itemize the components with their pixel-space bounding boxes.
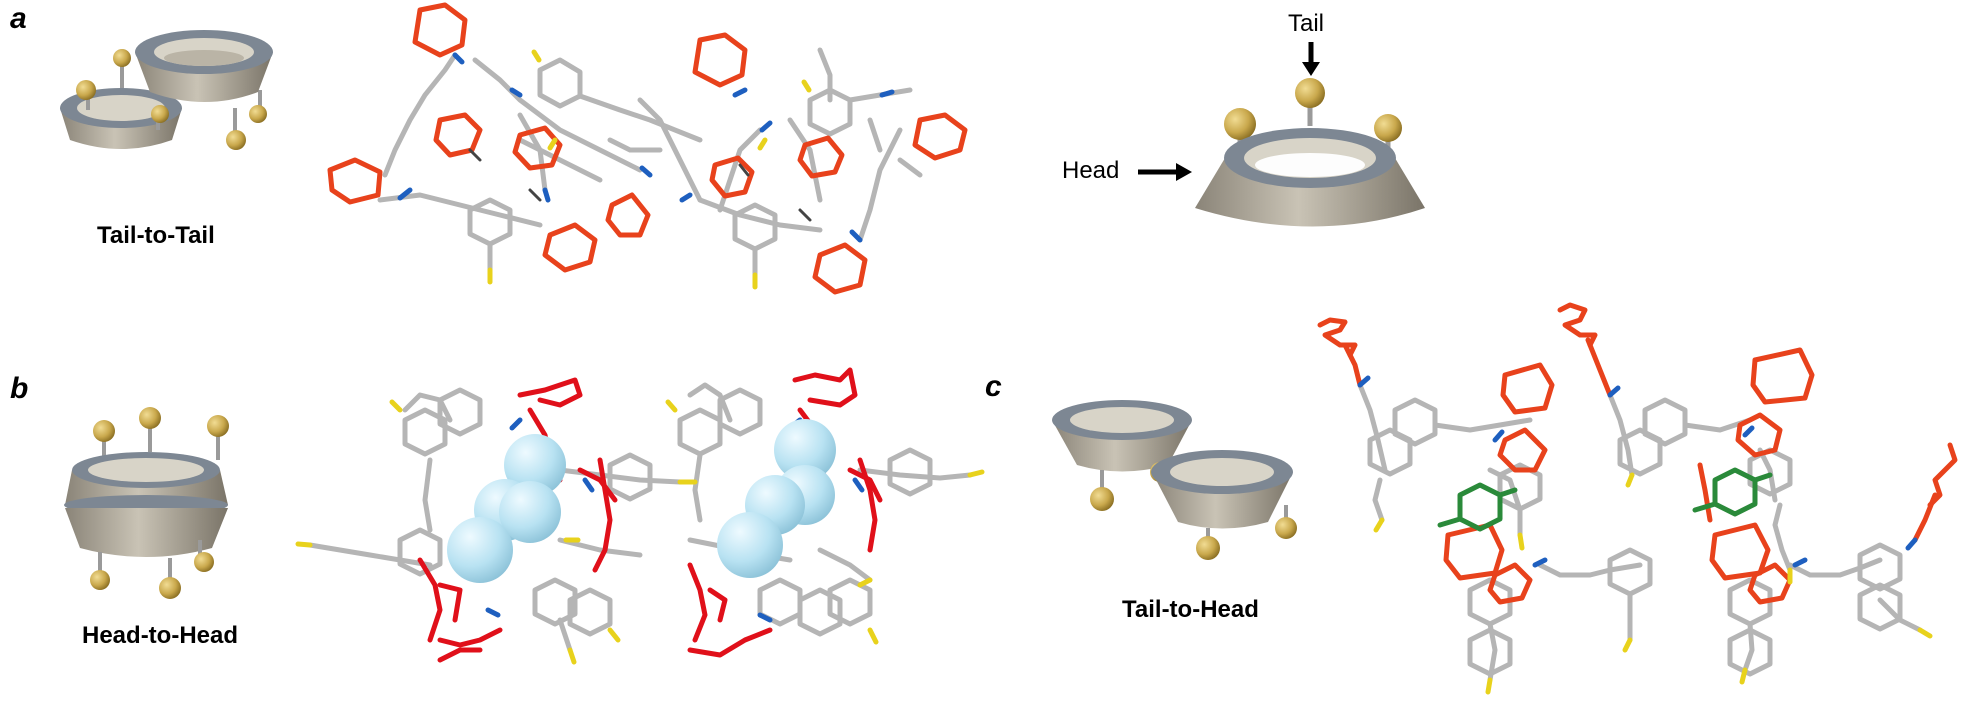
sphere [717,512,783,578]
ball [1196,536,1220,560]
sphere [774,419,836,481]
ball [249,105,267,123]
ball [113,49,131,67]
cone-a-front [135,30,273,150]
tail-to-tail-cartoon [60,30,273,150]
ball [151,105,169,123]
tail-label: Tail [1288,10,1325,37]
panel-letter-b: b [10,372,29,405]
ball [139,407,161,429]
sphere [499,481,561,543]
caption-tail-to-tail: Tail-to-Tail [97,222,215,249]
ball [207,415,229,437]
head-label: Head [1062,157,1120,184]
ball [1090,487,1114,511]
panel-c-structure [1317,302,1958,695]
guest-spheres [447,419,836,583]
panel-letter-a: a [10,2,27,35]
tail-to-head-cartoon [1052,400,1297,560]
sphere [447,517,513,583]
ball [90,570,110,590]
ball [1295,78,1325,108]
ball [159,577,181,599]
panel-letter-c: c [985,370,1002,403]
tail-arrowhead [1302,62,1320,76]
ball [76,80,96,100]
ball [93,420,115,442]
ball [194,552,214,572]
ball [1275,517,1297,539]
sphere [504,434,566,496]
caption-head-to-head: Head-to-Head [82,622,239,649]
panel-b-structure [295,367,985,665]
cone-a-back [60,49,182,149]
panel-a-structure [327,2,968,295]
head-to-head-cartoon [64,407,229,599]
legend-cone [1138,42,1425,227]
ball [1374,114,1402,142]
ball [1224,108,1256,140]
head-arrowhead [1176,163,1192,181]
solvent-molecules [1437,467,1773,532]
caption-tail-to-head: Tail-to-Head [1122,596,1259,623]
ball [226,130,246,150]
